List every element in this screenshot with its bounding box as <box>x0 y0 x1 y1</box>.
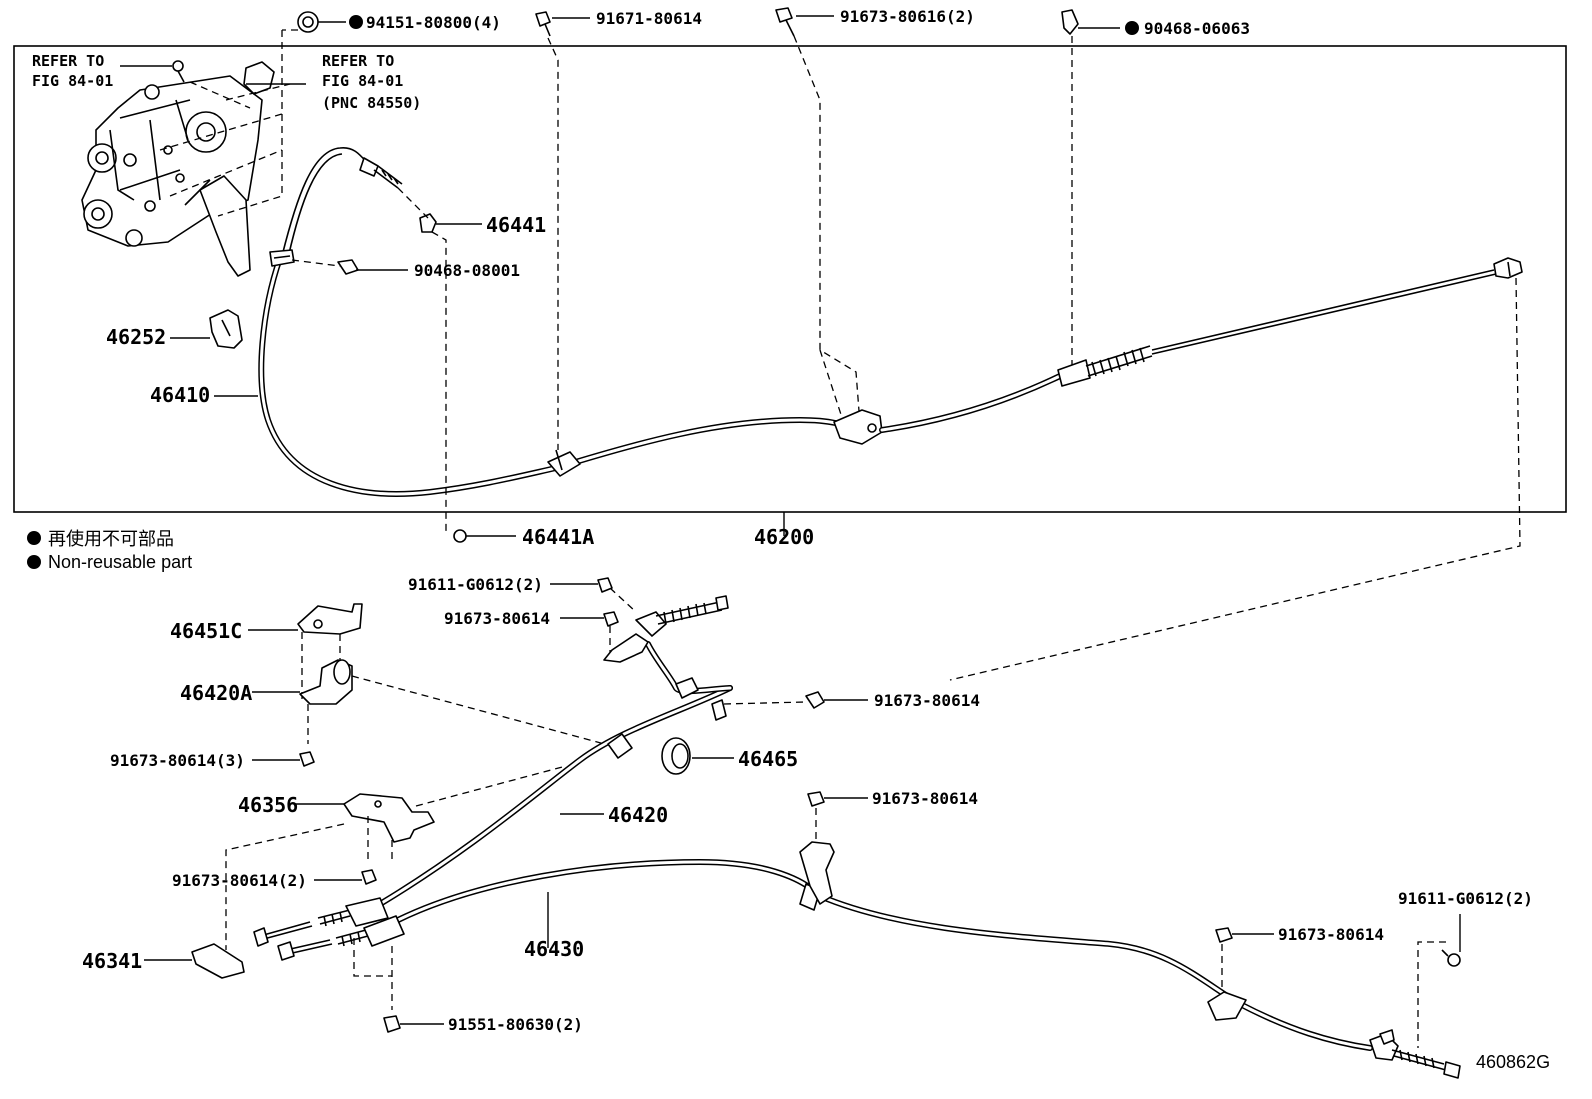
label-91673-80614-3: 91673-80614(3) <box>110 751 245 770</box>
nut-46441A <box>453 529 467 543</box>
non-reusable-mark-icon <box>1125 21 1139 35</box>
bracket-cable-far <box>1207 991 1247 1021</box>
legend-en: Non-reusable part <box>48 552 192 572</box>
rear-cable-46430 <box>395 858 1461 1079</box>
bolt-91671-80614 <box>535 11 551 37</box>
bracket-46451C <box>297 603 363 635</box>
label-46465: 46465 <box>738 747 798 771</box>
bracket-cable-mount <box>799 841 835 905</box>
non-reusable-mark-icon <box>27 531 41 545</box>
cable-clip-46441 <box>419 213 437 233</box>
bolt-91611-G0612-mid <box>597 577 613 593</box>
bracket-46420A <box>299 659 353 705</box>
label-46341: 46341 <box>82 949 142 973</box>
bolt-91673-80616 <box>775 7 795 37</box>
grommet-94151-80800 <box>297 11 319 33</box>
label-91673-80614-far: 91673-80614 <box>1278 925 1384 944</box>
non-reusable-mark-icon <box>27 555 41 569</box>
label-91671-80614: 91671-80614 <box>596 9 702 28</box>
rear-cable-46420 <box>377 595 733 907</box>
refer-left-line2: FIG 84-01 <box>32 72 113 90</box>
label-91551-80630: 91551-80630(2) <box>448 1015 583 1034</box>
diagram-id: 460862G <box>1476 1052 1550 1072</box>
cable-clip-90468-08001 <box>337 259 359 275</box>
label-90468-08001: 90468-08001 <box>414 261 520 280</box>
legend: 再使用不可部品 Non-reusable part <box>27 529 192 572</box>
label-91673-80614-lower: 91673-80614 <box>872 789 978 808</box>
refer-right-line3: (PNC 84550) <box>322 94 421 112</box>
bolt-91673-80614-2-lower <box>361 869 377 885</box>
label-46451C: 46451C <box>170 619 242 643</box>
legend-jp: 再使用不可部品 <box>48 529 174 549</box>
label-94151-80800: 94151-80800(4) <box>366 13 501 32</box>
label-91673-80614-right: 91673-80614 <box>874 691 980 710</box>
bolt-91551-80630 <box>383 1015 401 1033</box>
label-46200: 46200 <box>754 525 814 549</box>
label-46410: 46410 <box>150 383 210 407</box>
clip-90468-06063 <box>1061 9 1079 35</box>
label-46356: 46356 <box>238 793 298 817</box>
label-91611-G0612-mid: 91611-G0612(2) <box>408 575 543 594</box>
bolt-91673-80614-mid <box>603 611 619 627</box>
front-cable-46410 <box>258 147 559 497</box>
label-46420A: 46420A <box>180 681 252 705</box>
refer-right-line1: REFER TO <box>322 52 394 70</box>
intermediate-cable-46200 <box>547 257 1523 477</box>
label-91673-80614-mid: 91673-80614 <box>444 609 550 628</box>
label-46420: 46420 <box>608 803 668 827</box>
bracket-46341 <box>191 943 245 979</box>
label-91673-80614-2-lower: 91673-80614(2) <box>172 871 307 890</box>
assembly-frame <box>13 45 1567 513</box>
label-46430: 46430 <box>524 937 584 961</box>
bolt-91673-80614-far <box>1215 927 1233 943</box>
label-91611-G0612-right: 91611-G0612(2) <box>1398 889 1533 908</box>
refer-bolt-icon <box>172 60 185 83</box>
refer-left-line1: REFER TO <box>32 52 104 70</box>
label-46252: 46252 <box>106 325 166 349</box>
label-91673-80616: 91673-80616(2) <box>840 7 975 26</box>
bracket-46356 <box>343 793 435 843</box>
cable-grommet-46252 <box>209 309 243 349</box>
refer-right-line2: FIG 84-01 <box>322 72 403 90</box>
label-46441: 46441 <box>486 213 546 237</box>
refer-clip-84550 <box>243 61 275 95</box>
bolt-91611-G0612-right <box>1441 949 1461 967</box>
bolt-91673-80614-3 <box>299 751 315 767</box>
parking-brake-pedal-assembly <box>81 75 263 277</box>
non-reusable-mark-icon <box>349 15 363 29</box>
cable-ends-left <box>253 897 405 961</box>
label-46441A: 46441A <box>522 525 594 549</box>
bolt-91673-80614-right <box>805 691 825 709</box>
bolt-91673-80614-lower <box>807 791 825 807</box>
grommet-46465 <box>661 737 691 775</box>
label-90468-06063: 90468-06063 <box>1144 19 1250 38</box>
